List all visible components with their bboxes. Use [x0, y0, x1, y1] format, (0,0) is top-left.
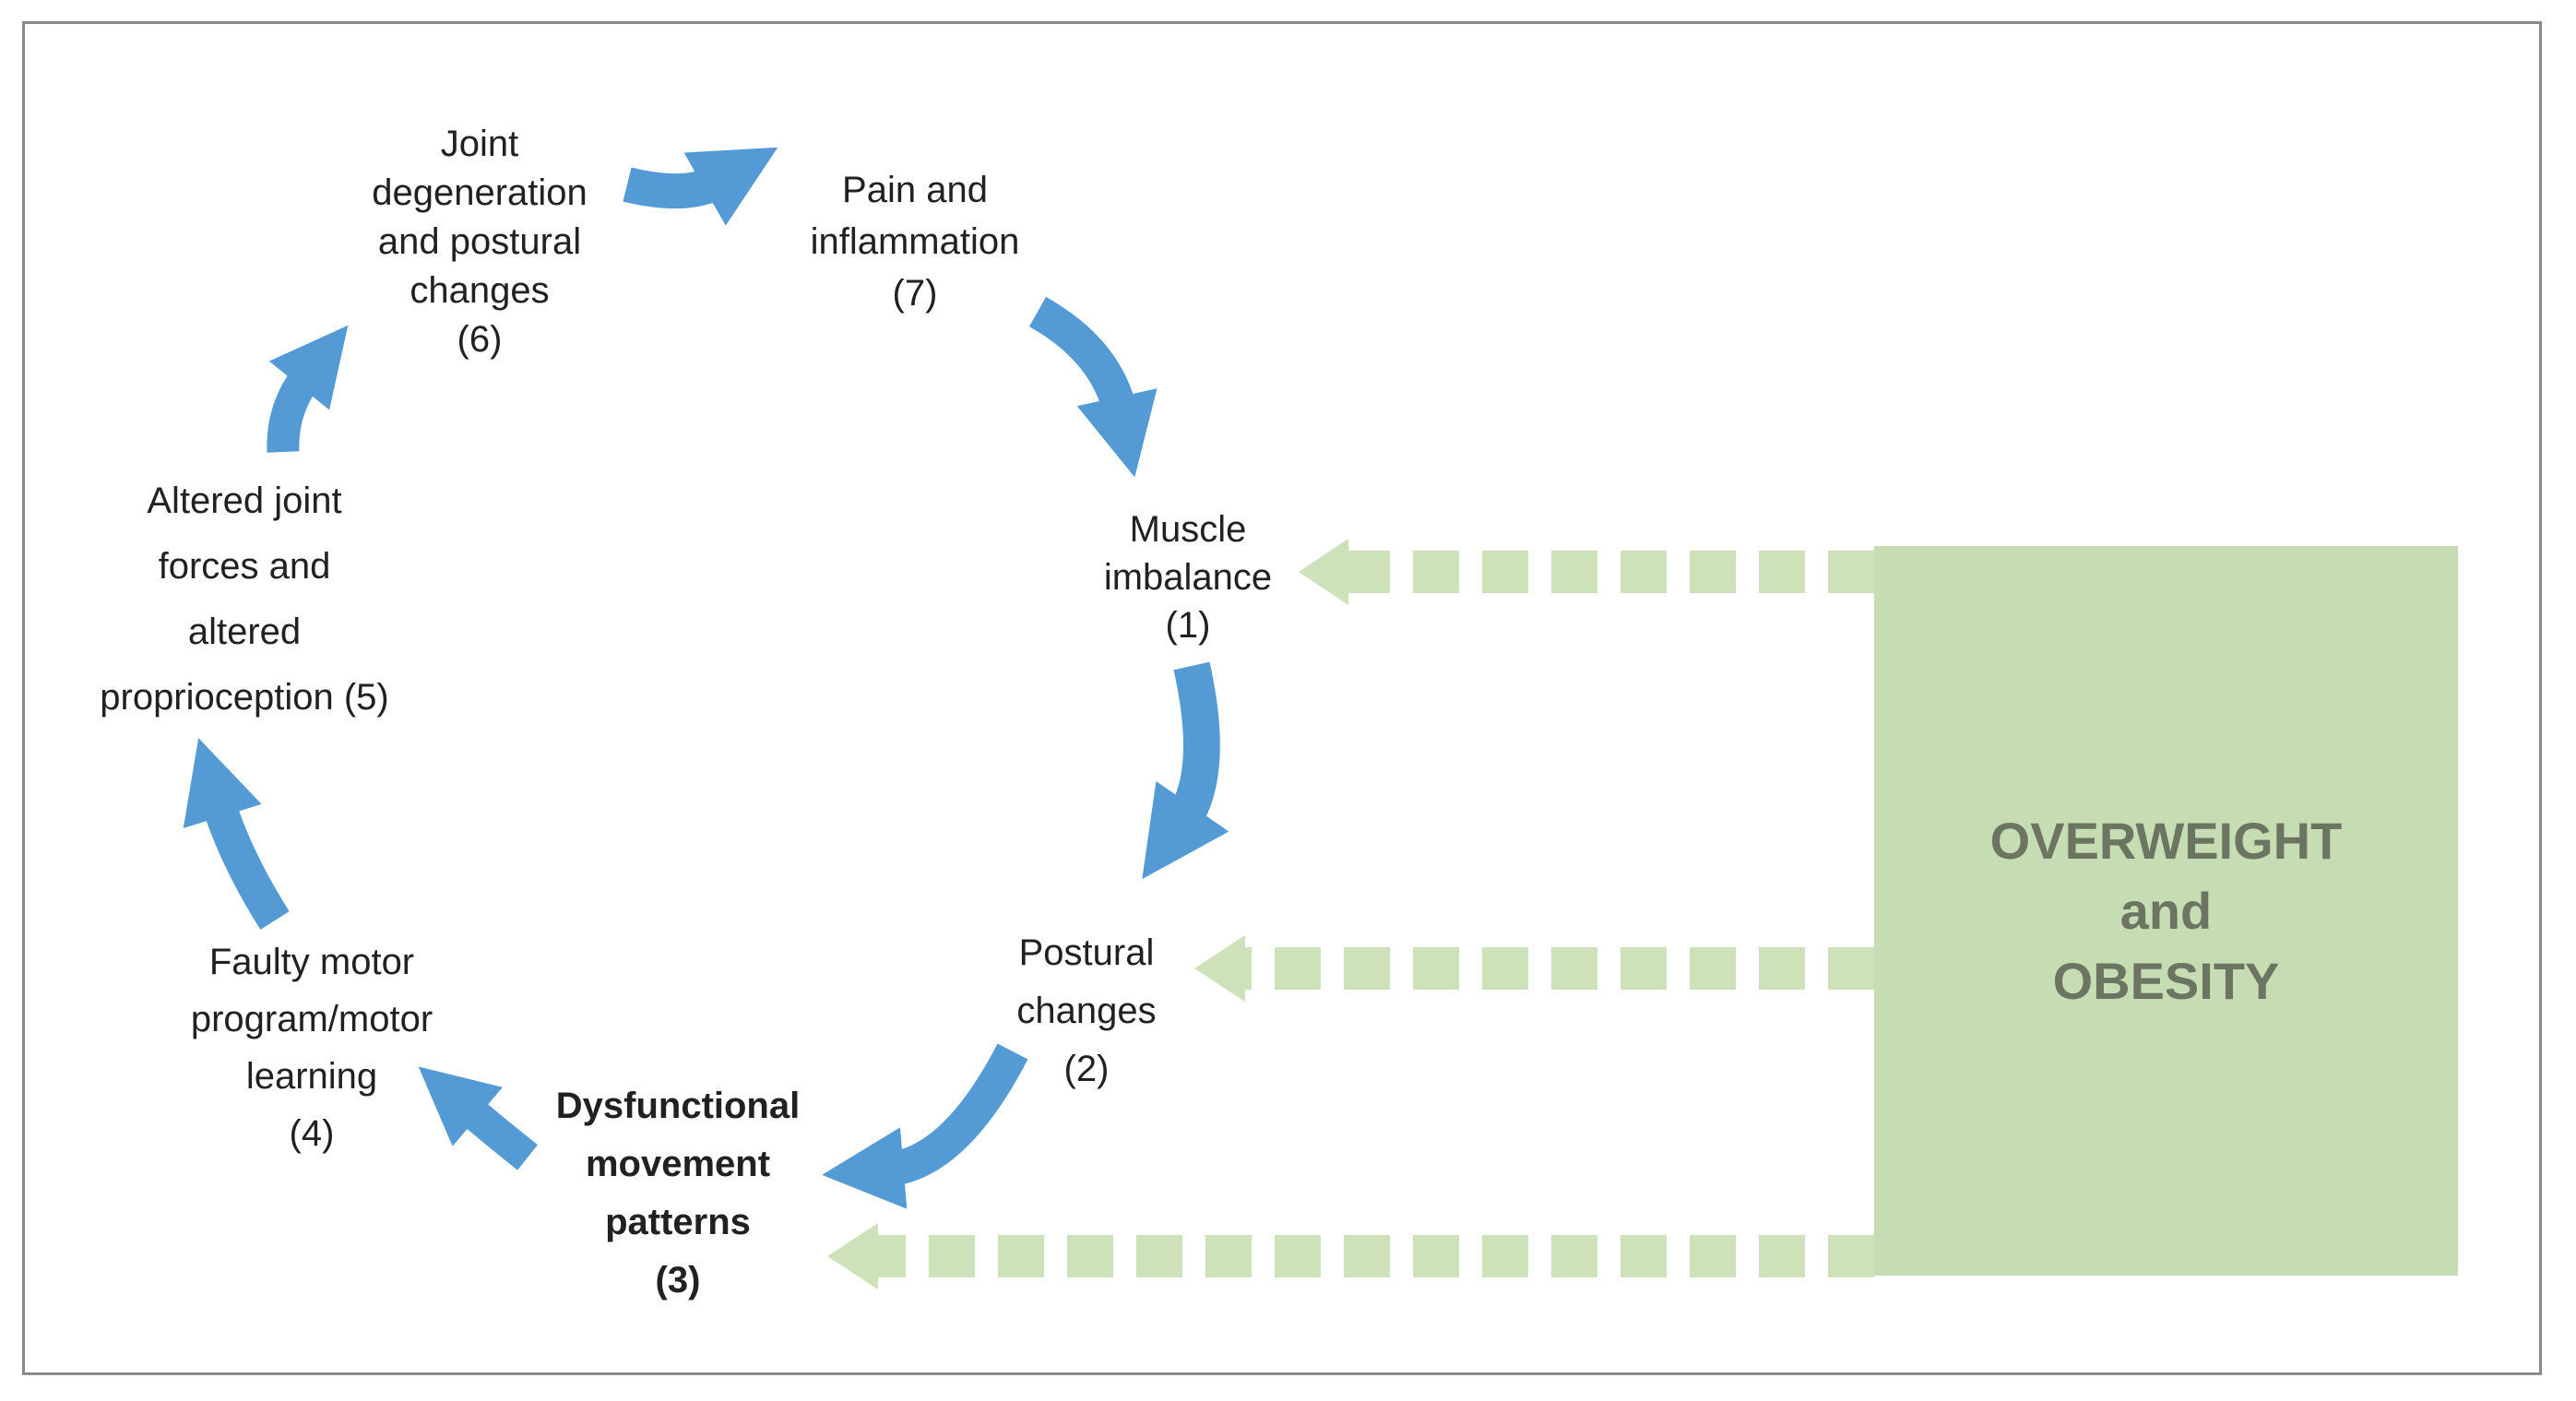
- node-faulty-motor-program: Faulty motor program/motor learning (4): [127, 933, 496, 1162]
- arrow-2-to-3-icon: [822, 1043, 1028, 1209]
- node-label-line: inflammation: [810, 221, 1020, 262]
- node-altered-joint-forces: Altered joint forces and altered proprio…: [60, 469, 429, 730]
- node-label-line: forces and: [158, 546, 331, 587]
- node-label-line: Postural: [1018, 932, 1155, 973]
- node-label-line: imbalance: [1103, 557, 1273, 598]
- node-number: proprioception (5): [100, 677, 389, 718]
- node-label-line: Dysfunctional: [555, 1086, 801, 1126]
- dashed-arrow-to-muscle-imbalance-icon: [1299, 539, 1874, 605]
- node-number: (4): [289, 1113, 335, 1154]
- node-number: (3): [655, 1260, 701, 1300]
- node-label-line: changes: [1016, 991, 1157, 1031]
- node-number: (7): [892, 273, 938, 314]
- node-label-line: Faulty motor: [208, 942, 415, 982]
- arrow-3-to-4-icon: [418, 1066, 538, 1170]
- node-label-line: program/motor: [190, 999, 433, 1039]
- dashed-arrow-to-dysfunctional-patterns-icon: [827, 1223, 1874, 1289]
- node-label-line: Muscle: [1129, 509, 1247, 550]
- arrow-4-to-5-icon: [183, 738, 290, 930]
- node-dysfunctional-movement-patterns: Dysfunctional movement patterns (3): [493, 1077, 862, 1310]
- arrow-7-to-1-icon: [1028, 296, 1157, 478]
- node-label-line: learning: [245, 1056, 378, 1097]
- arrow-5-to-6-icon: [267, 325, 349, 453]
- dashed-arrow-to-postural-changes-icon: [1194, 935, 1874, 1002]
- node-label-line: changes: [410, 270, 550, 311]
- node-label-line: altered: [187, 611, 302, 652]
- arrow-6-to-7-icon: [623, 147, 778, 226]
- node-label-line: movement: [585, 1144, 771, 1184]
- node-number: (1): [1165, 605, 1211, 646]
- node-pain-inflammation: Pain and inflammation (7): [730, 164, 1099, 319]
- overweight-obesity-box: OVERWEIGHT and OBESITY: [1874, 546, 2458, 1276]
- node-label-line: Joint: [440, 124, 519, 164]
- node-postural-changes: Postural changes (2): [902, 924, 1271, 1098]
- cause-box-line: OBESITY: [2052, 951, 2280, 1010]
- node-number: (2): [1063, 1049, 1110, 1089]
- node-label-line: degeneration: [372, 172, 588, 213]
- node-label-line: patterns: [605, 1202, 751, 1242]
- cause-box-line: and: [2119, 881, 2213, 940]
- node-joint-degeneration: Joint degeneration and postural changes …: [295, 120, 664, 364]
- node-label-line: Altered joint: [147, 481, 342, 521]
- node-label-line: and postural: [377, 221, 582, 262]
- node-label-line: Pain and: [842, 170, 988, 210]
- node-muscle-imbalance: Muscle imbalance (1): [1003, 505, 1372, 649]
- arrow-1-to-2-icon: [1142, 661, 1229, 880]
- node-number: (6): [457, 319, 503, 360]
- overweight-obesity-label: OVERWEIGHT and OBESITY: [1990, 806, 2343, 1016]
- cause-box-line: OVERWEIGHT: [1989, 811, 2343, 870]
